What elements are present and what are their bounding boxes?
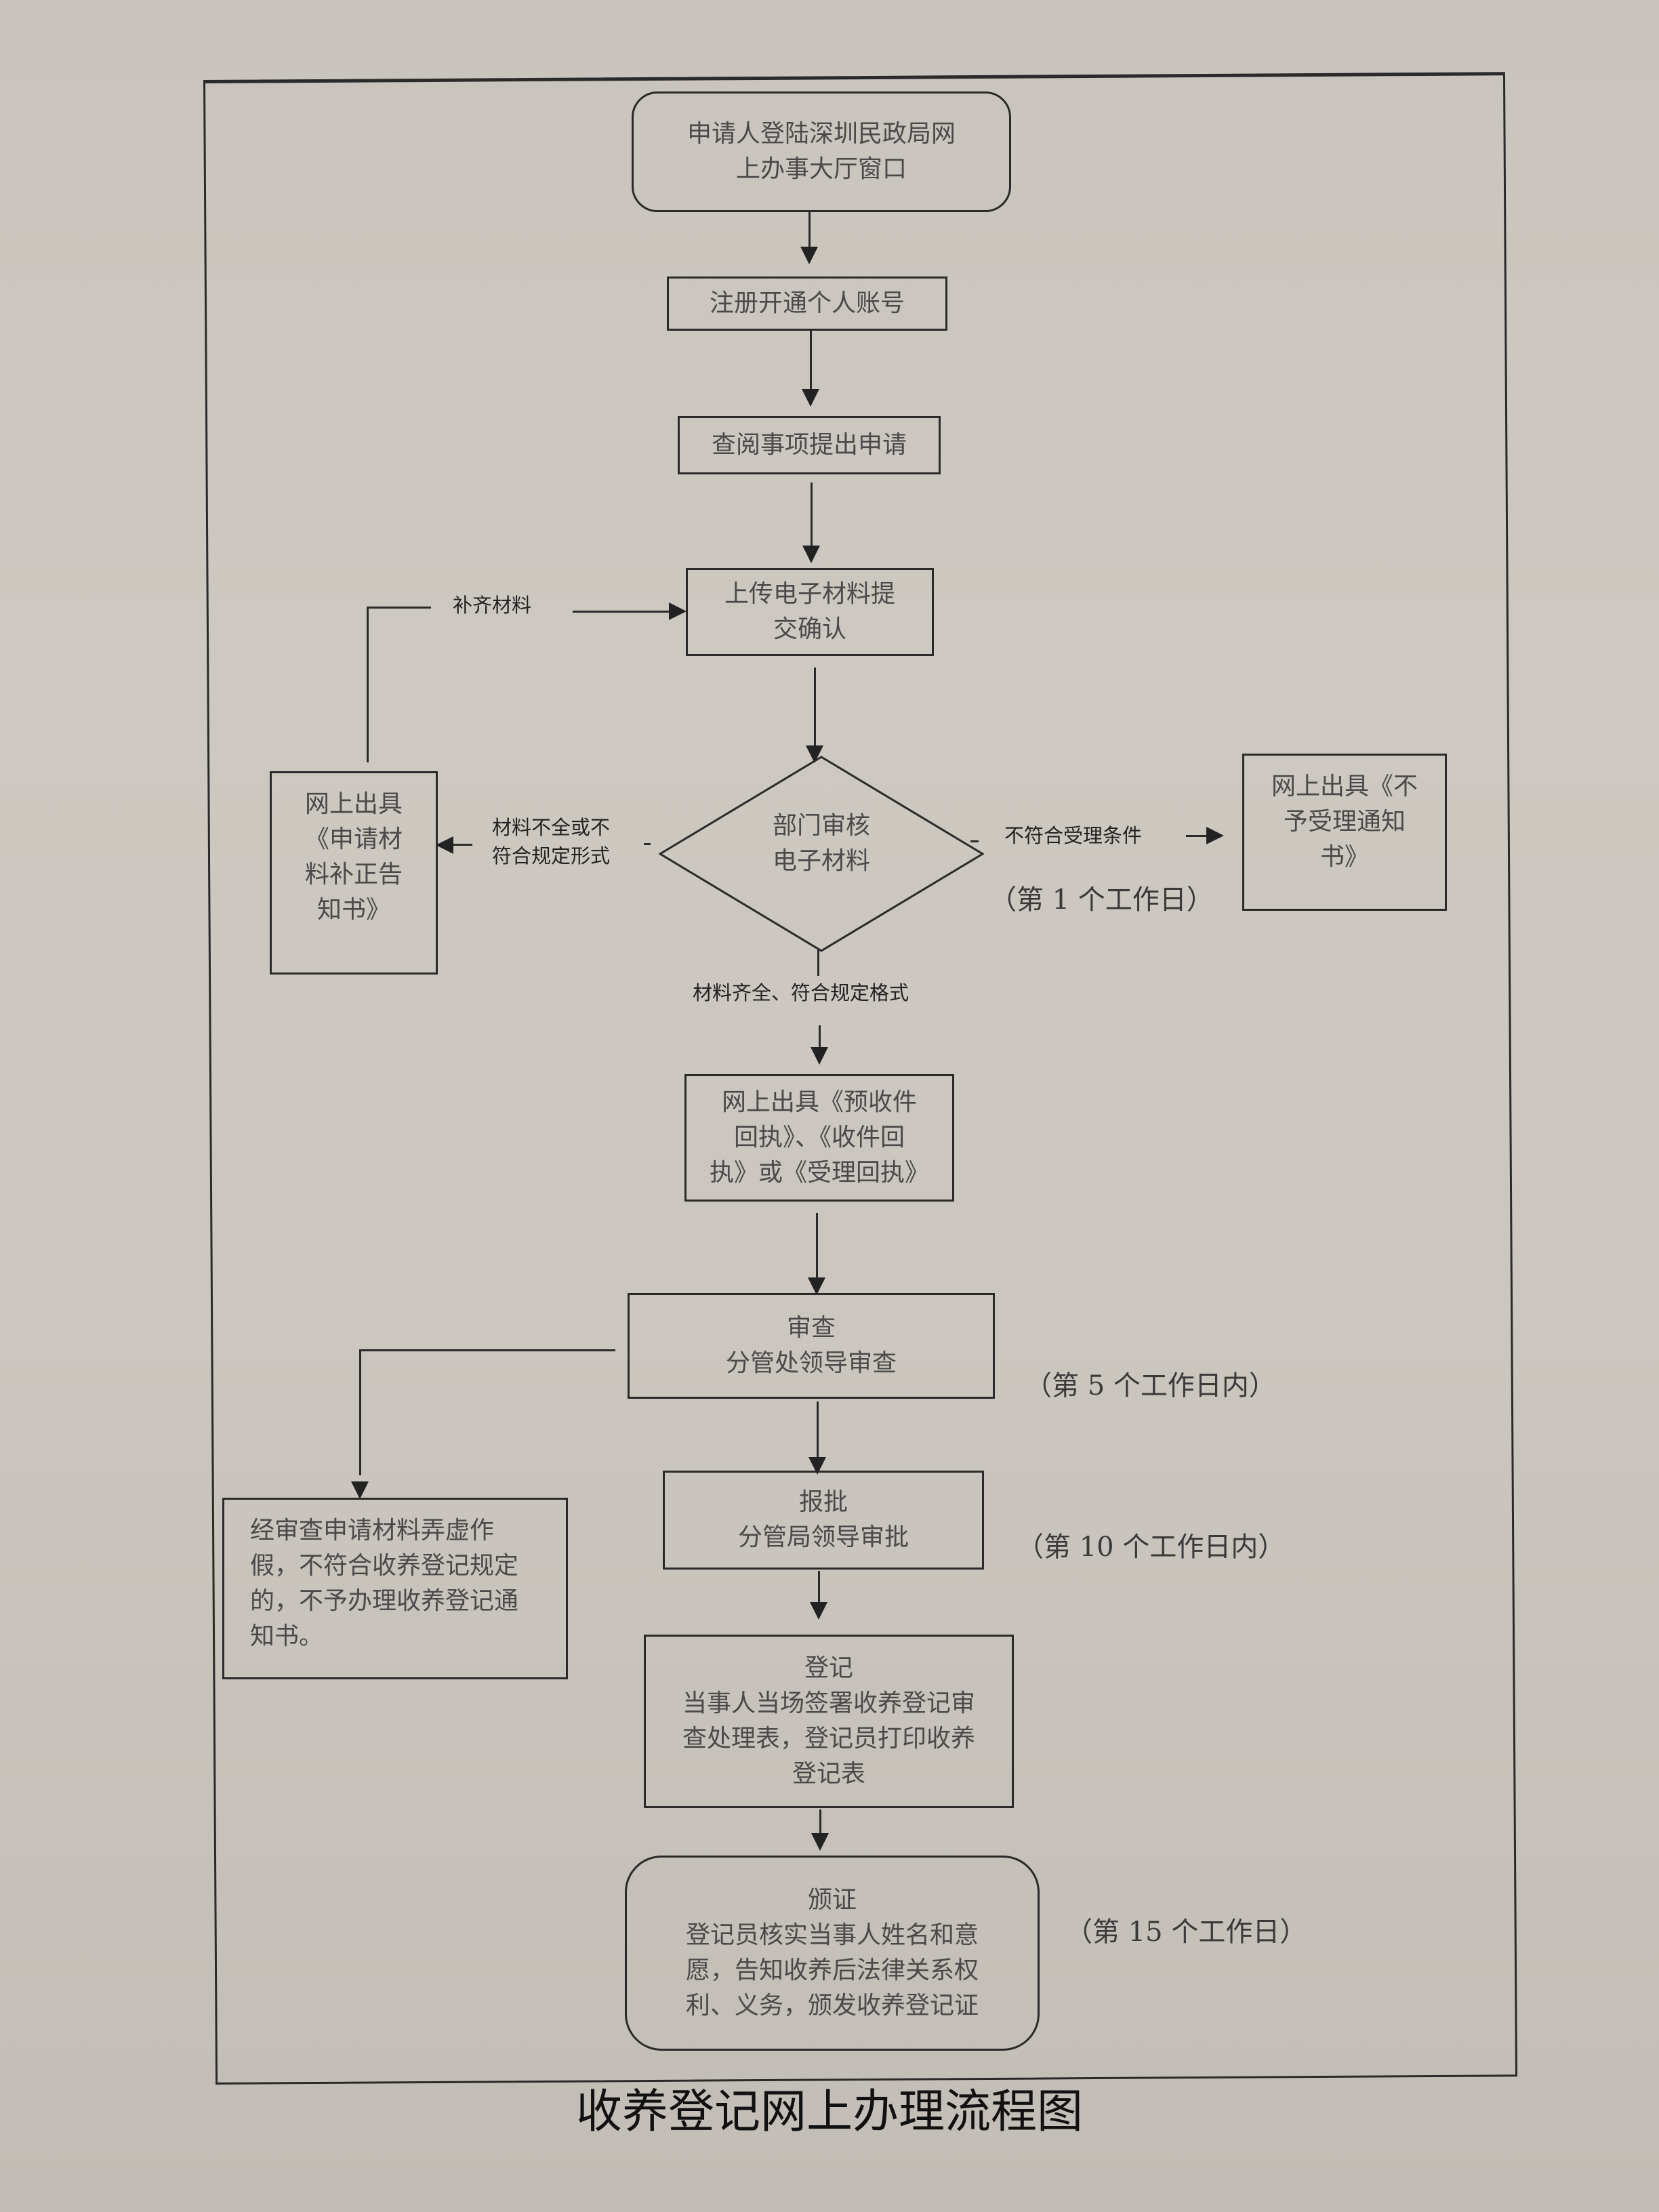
node-approve: 报批 分管局领导审批	[663, 1471, 984, 1570]
certificate-line-3: 愿，告知收养后法律关系权	[685, 1957, 979, 1984]
connector	[808, 212, 811, 247]
certificate-line-2: 登记员核实当事人姓名和意	[685, 1921, 979, 1949]
connector	[1186, 835, 1208, 837]
connector	[970, 840, 979, 842]
connector	[817, 950, 819, 976]
arrow-down-icon	[808, 1277, 825, 1295]
arrow-down-icon	[351, 1481, 369, 1499]
incomplete-line-1: 材料不全或不	[492, 816, 611, 839]
node-upload-line-2: 交确认	[773, 615, 846, 643]
approve-line-2: 分管局领导审批	[737, 1523, 909, 1551]
receipt-line-3: 执》或《受理回执》	[709, 1159, 929, 1187]
node-register-text: 注册开通个人账号	[709, 289, 905, 317]
connector	[359, 1349, 615, 1351]
connector	[819, 1809, 821, 1837]
arrow-down-icon	[800, 247, 818, 264]
note-day-5: （第 5 个工作日内）	[1025, 1370, 1276, 1401]
supplement-line-4: 知书》	[316, 896, 390, 924]
node-supplement-notice: 网上出具 《申请材 料补正告 知书》	[270, 771, 438, 975]
certificate-line-4: 利、义务，颁发收养登记证	[685, 1992, 979, 2020]
arrow-right-icon	[669, 602, 687, 620]
reject-line-3: 书》	[1319, 843, 1369, 871]
reject-line-2: 予受理通知	[1283, 808, 1406, 836]
supplement-line-3: 料补正告	[304, 861, 403, 888]
node-apply-text: 查阅事项提出申请	[711, 431, 907, 459]
loop-connector	[573, 611, 671, 613]
connector	[644, 843, 651, 845]
node-upload-materials: 上传电子材料提 交确认	[686, 568, 934, 656]
node-upload-line-1: 上传电子材料提	[724, 580, 895, 608]
decision-text: 部门审核 电子材料	[726, 803, 916, 884]
node-fraud-notice: 经审查申请材料弄虚作 假，不符合收养登记规定 的，不予办理收养登记通 知书。	[222, 1498, 568, 1679]
note-day-15: （第 15 个工作日）	[1065, 1917, 1307, 1948]
node-receipt: 网上出具《预收件 回执》、《收件回 执》或《受理回执》	[684, 1074, 954, 1202]
arrow-down-icon	[802, 389, 819, 407]
fraud-line-3: 的，不予办理收养登记通	[250, 1587, 519, 1615]
registration-line-3: 查处理表，登记员打印收养	[682, 1725, 975, 1753]
node-register-account: 注册开通个人账号	[667, 276, 947, 331]
arrow-right-icon	[1206, 827, 1224, 844]
node-review-decision	[659, 756, 984, 952]
fraud-line-1: 经审查申请材料弄虚作	[250, 1517, 495, 1544]
arrow-down-icon	[802, 546, 820, 563]
node-reject-notice: 网上出具《不 予受理通知 书》	[1242, 754, 1447, 911]
reject-line-1: 网上出具《不	[1271, 773, 1418, 800]
page-title: 收养登记网上办理流程图	[575, 2085, 1083, 2139]
loop-connector	[367, 607, 431, 609]
arrow-down-icon	[811, 1833, 829, 1851]
arrow-left-icon	[436, 836, 453, 854]
approve-line-1: 报批	[798, 1488, 848, 1516]
node-start-login: 申请人登陆深圳民政局网 上办事大厅窗口	[632, 91, 1011, 212]
arrow-down-icon	[811, 1047, 828, 1065]
edge-label-not-eligible: 不符合受理条件	[1004, 824, 1143, 847]
node-start-line-2: 上办事大厅窗口	[735, 155, 907, 183]
registration-line-1: 登记	[804, 1654, 853, 1682]
edge-label-supplement: 补齐材料	[453, 594, 532, 617]
examine-line-2: 分管处领导审查	[725, 1349, 897, 1377]
edge-label-complete: 材料齐全、符合规定格式	[693, 981, 909, 1004]
arrow-down-icon	[810, 1602, 827, 1620]
connector	[359, 1349, 361, 1475]
receipt-line-1: 网上出具《预收件	[721, 1088, 917, 1116]
connector	[817, 1401, 819, 1462]
connector	[451, 844, 472, 846]
registration-line-4: 登记表	[792, 1760, 865, 1788]
connector	[819, 1025, 821, 1050]
supplement-line-2: 《申请材	[304, 825, 403, 853]
examine-line-1: 审查	[786, 1314, 836, 1342]
registration-line-2: 当事人当场签署收养登记审	[682, 1689, 975, 1717]
note-day-10: （第 10 个工作日内）	[1017, 1532, 1286, 1563]
fraud-line-2: 假，不符合收养登记规定	[250, 1552, 519, 1580]
fraud-line-4: 知书。	[250, 1622, 324, 1650]
connector	[816, 1213, 818, 1281]
incomplete-line-2: 符合规定形式	[492, 844, 611, 867]
decision-line-1: 部门审核	[772, 812, 870, 840]
certificate-line-1: 颁证	[807, 1886, 857, 1914]
node-submit-application: 查阅事项提出申请	[678, 416, 941, 474]
connector	[811, 483, 813, 547]
note-day-1: （第 1 个工作日）	[989, 884, 1214, 916]
receipt-line-2: 回执》、《收件回	[733, 1124, 905, 1151]
connector	[810, 331, 812, 390]
node-start-line-1: 申请人登陆深圳民政局网	[687, 120, 956, 148]
supplement-line-1: 网上出具	[304, 790, 403, 818]
node-registration: 登记 当事人当场签署收养登记审 查处理表，登记员打印收养 登记表	[644, 1635, 1014, 1808]
decision-line-2: 电子材料	[772, 847, 870, 875]
connector	[818, 1571, 820, 1605]
loop-connector	[367, 607, 369, 762]
edge-label-incomplete: 材料不全或不 符合规定形式	[492, 813, 610, 870]
connector	[814, 668, 816, 749]
node-examine: 审查 分管处领导审查	[628, 1293, 995, 1399]
node-certificate: 颁证 登记员核实当事人姓名和意 愿，告知收养后法律关系权 利、义务，颁发收养登记…	[625, 1856, 1040, 2051]
